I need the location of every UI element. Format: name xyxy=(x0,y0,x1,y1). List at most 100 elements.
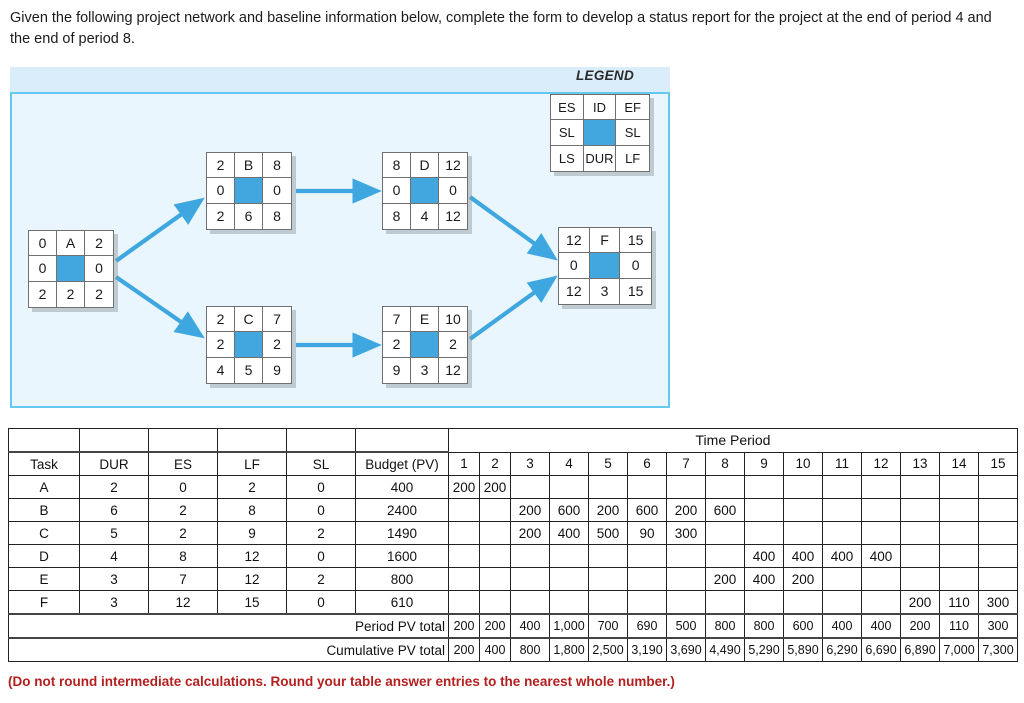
node-a-lf: 2 xyxy=(95,286,103,303)
cell-a-period-3 xyxy=(510,475,550,499)
cell-d-task: D xyxy=(8,544,80,568)
legend-cell-dur: DUR xyxy=(584,145,617,171)
group-header-spacer-1 xyxy=(8,428,80,453)
cell-d-period-5 xyxy=(588,544,628,568)
node-c-dur: 5 xyxy=(235,357,263,383)
cell-b-period-11 xyxy=(822,498,862,522)
cell-e-period-6 xyxy=(627,567,667,591)
cell-b-es: 2 xyxy=(148,498,218,522)
group-header-spacer-5 xyxy=(286,428,356,453)
cell-e-period-13 xyxy=(900,567,940,591)
cell-d-period-12: 400 xyxy=(861,544,901,568)
cell-d-period-14 xyxy=(939,544,979,568)
cumulative-pv-total-13: 6,890 xyxy=(900,637,940,662)
table-group-header-row: Time Period xyxy=(8,428,1018,453)
cell-a-period-7 xyxy=(666,475,706,499)
cell-c-sl: 2 xyxy=(286,521,356,545)
cumulative-pv-total-3: 800 xyxy=(510,637,550,662)
period-pv-total-5: 700 xyxy=(588,613,628,639)
cell-f-period-5 xyxy=(588,590,628,615)
cell-d-period-6 xyxy=(627,544,667,568)
cell-b-period-4: 600 xyxy=(549,498,589,522)
cell-b-period-2 xyxy=(479,498,511,522)
node-a-sl-right: 0 xyxy=(85,256,113,282)
cell-d-period-1 xyxy=(448,544,480,568)
cell-a-period-1: 200 xyxy=(448,475,480,499)
cell-d-period-13 xyxy=(900,544,940,568)
cell-f-lf: 15 xyxy=(217,590,287,615)
group-header-spacer-6 xyxy=(355,428,449,453)
cell-c-task: C xyxy=(8,521,80,545)
node-e-center xyxy=(411,332,439,358)
period-header-1: 1 xyxy=(448,451,480,476)
cell-c-period-6: 90 xyxy=(627,521,667,545)
cell-b-period-7: 200 xyxy=(666,498,706,522)
cell-d-period-15 xyxy=(978,544,1018,568)
node-a: 0 A 2 0 0 2 2 2 xyxy=(28,230,114,308)
period-pv-total-11: 400 xyxy=(822,613,862,639)
cell-c-period-1 xyxy=(448,521,480,545)
node-a-sl-left: 0 xyxy=(29,256,57,282)
cell-d-period-8 xyxy=(705,544,745,568)
edge-d-f xyxy=(468,195,558,261)
cell-e-period-15 xyxy=(978,567,1018,591)
node-e-sl-left: 2 xyxy=(383,332,411,358)
cell-b-period-8: 600 xyxy=(705,498,745,522)
group-header-spacer-3 xyxy=(148,428,218,453)
period-header-2: 2 xyxy=(479,451,511,476)
period-header-9: 9 xyxy=(744,451,784,476)
node-c-ls: 4 xyxy=(207,357,235,383)
cell-a-budget: 400 xyxy=(355,475,449,499)
project-network-diagram: LEGEND ES ID EF SL SL LS DUR LF 0 A 2 xyxy=(10,67,670,408)
cumulative-pv-total-label: Cumulative PV total xyxy=(8,637,449,662)
cell-f-period-9 xyxy=(744,590,784,615)
cell-f-period-4 xyxy=(549,590,589,615)
node-c-ef: 7 xyxy=(263,307,291,333)
cell-f-period-15: 300 xyxy=(978,590,1018,615)
period-pv-total-12: 400 xyxy=(861,613,901,639)
period-pv-total-6: 690 xyxy=(627,613,667,639)
cell-d-period-10: 400 xyxy=(783,544,823,568)
node-b-center xyxy=(235,178,263,204)
cell-b-period-12 xyxy=(861,498,901,522)
node-d-dur: 4 xyxy=(411,203,439,229)
period-header-10: 10 xyxy=(783,451,823,476)
cell-e-period-11 xyxy=(822,567,862,591)
node-d-ef: 12 xyxy=(439,153,467,179)
cell-c-period-14 xyxy=(939,521,979,545)
cell-c-period-4: 400 xyxy=(549,521,589,545)
cell-a-period-10 xyxy=(783,475,823,499)
cell-a-period-6 xyxy=(627,475,667,499)
cell-c-period-3: 200 xyxy=(510,521,550,545)
cell-f-period-8 xyxy=(705,590,745,615)
cell-f-period-2 xyxy=(479,590,511,615)
cell-f-period-13: 200 xyxy=(900,590,940,615)
period-header-7: 7 xyxy=(666,451,706,476)
period-pv-total-15: 300 xyxy=(978,613,1018,639)
cumulative-pv-total-15: 7,300 xyxy=(978,637,1018,662)
node-b-sl-right: 0 xyxy=(263,178,291,204)
cell-f-period-6 xyxy=(627,590,667,615)
period-pv-total-14: 110 xyxy=(939,613,979,639)
cell-f-period-11 xyxy=(822,590,862,615)
cell-c-dur: 5 xyxy=(79,521,149,545)
cell-e-period-8: 200 xyxy=(705,567,745,591)
cell-a-lf: 2 xyxy=(217,475,287,499)
cell-a-sl: 0 xyxy=(286,475,356,499)
node-e-id: E xyxy=(411,307,439,333)
cell-d-lf: 12 xyxy=(217,544,287,568)
node-b-ls: 2 xyxy=(207,203,235,229)
legend-cell-ls: LS xyxy=(551,145,584,171)
cumulative-pv-total-1: 200 xyxy=(448,637,480,662)
cell-a-period-5 xyxy=(588,475,628,499)
node-a-ef: 2 xyxy=(85,231,113,257)
cell-b-lf: 8 xyxy=(217,498,287,522)
cumulative-pv-total-7: 3,690 xyxy=(666,637,706,662)
node-f-ls: 12 xyxy=(559,278,590,304)
cell-c-period-5: 500 xyxy=(588,521,628,545)
period-pv-total-13: 200 xyxy=(900,613,940,639)
